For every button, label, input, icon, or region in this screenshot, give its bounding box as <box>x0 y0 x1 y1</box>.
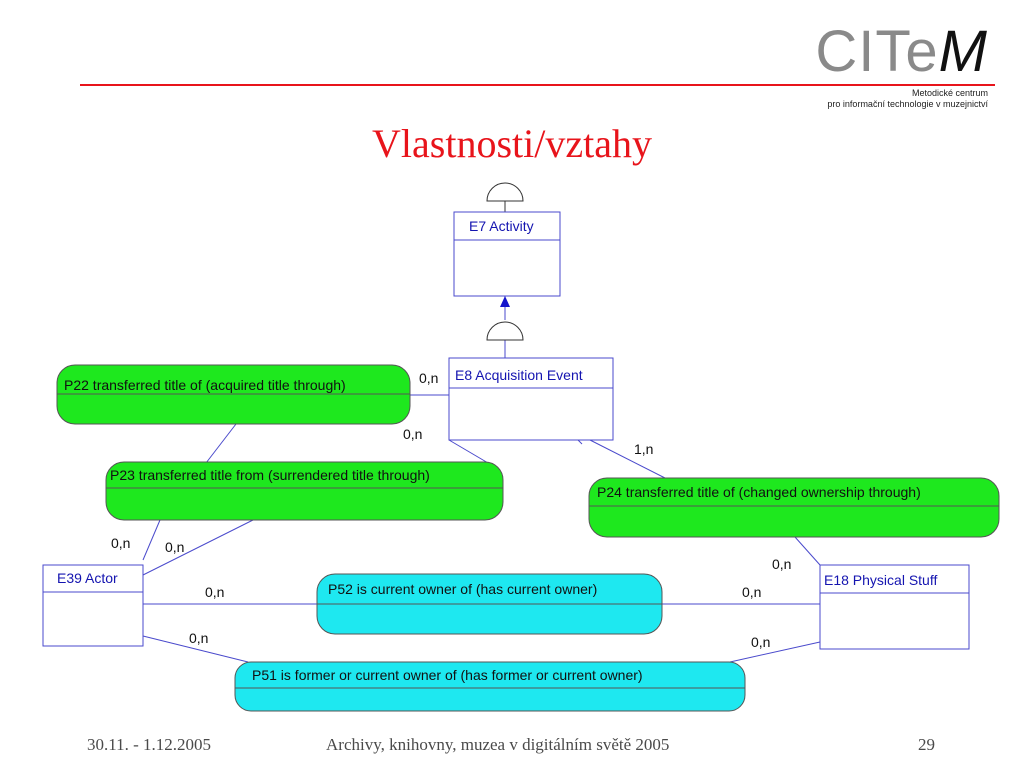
entity-box-e39 <box>42 564 144 647</box>
connector-lines <box>142 296 821 663</box>
property-p51-label: P51 is former or current owner of (has f… <box>252 667 643 683</box>
link-p22-p23 <box>205 423 237 464</box>
cardinality-p23-e39-b: 0,n <box>165 539 185 555</box>
cardinality-p52-e18: 0,n <box>742 584 762 600</box>
entity-box-e18 <box>819 564 970 650</box>
property-box-p23 <box>105 461 504 521</box>
footer-date: 30.11. - 1.12.2005 <box>87 735 212 754</box>
link-p23-e39-a <box>142 519 161 561</box>
page-title: Vlastnosti/vztahy <box>372 121 652 166</box>
link-p23-e39-b <box>142 519 254 576</box>
footer-page-number: 29 <box>918 735 935 754</box>
cardinality-p51-e18: 0,n <box>751 634 771 650</box>
property-box-p24 <box>588 477 1000 538</box>
property-p22-label: P22 transferred title of (acquired title… <box>64 377 346 393</box>
property-p24-label: P24 transferred title of (changed owners… <box>597 484 921 500</box>
cardinality-p24-e18: 0,n <box>772 556 792 572</box>
cardinality-p22-e8: 0,n <box>419 370 439 386</box>
logo-subtitle-1: Metodické centrum <box>911 88 988 98</box>
superclass-symbol-icon <box>486 182 524 202</box>
subclass-symbol-icon <box>486 321 524 341</box>
link-p51-e39 <box>142 635 249 663</box>
tick-mark <box>577 439 583 445</box>
cardinality-p24-e8: 1,n <box>634 441 654 457</box>
link-p51-e18 <box>729 641 821 663</box>
logo-text-b: M <box>938 19 988 84</box>
entity-e8-label: E8 Acquisition Event <box>455 367 583 383</box>
property-boxes <box>56 364 1000 712</box>
logo-text-a: CITe <box>815 19 939 84</box>
cardinality-p51-e39: 0,n <box>189 630 209 646</box>
entity-box-e7 <box>453 211 561 297</box>
entity-boxes <box>42 211 970 650</box>
link-p24-e18 <box>794 536 821 566</box>
property-p23-label: P23 transferred title from (surrendered … <box>110 467 430 483</box>
entity-e18-label: E18 Physical Stuff <box>824 572 938 588</box>
entity-box-e8 <box>448 357 614 441</box>
cardinality-p23-e39-a: 0,n <box>111 535 131 551</box>
entity-e39-label: E39 Actor <box>57 570 118 586</box>
link-p24-e8 <box>589 439 666 479</box>
property-p52-label: P52 is current owner of (has current own… <box>328 581 598 597</box>
arrow-head-icon <box>500 296 510 307</box>
entity-e7-label: E7 Activity <box>469 218 534 234</box>
logo-subtitle-2: pro informační technologie v muzejnictví <box>827 99 988 109</box>
footer-event: Archivy, knihovny, muzea v digitálním sv… <box>326 735 670 754</box>
cardinality-p52-e39: 0,n <box>205 584 225 600</box>
property-box-p51 <box>234 661 746 712</box>
citem-logo: CITeM <box>815 18 988 85</box>
cardinality-p23-e8: 0,n <box>403 426 423 442</box>
